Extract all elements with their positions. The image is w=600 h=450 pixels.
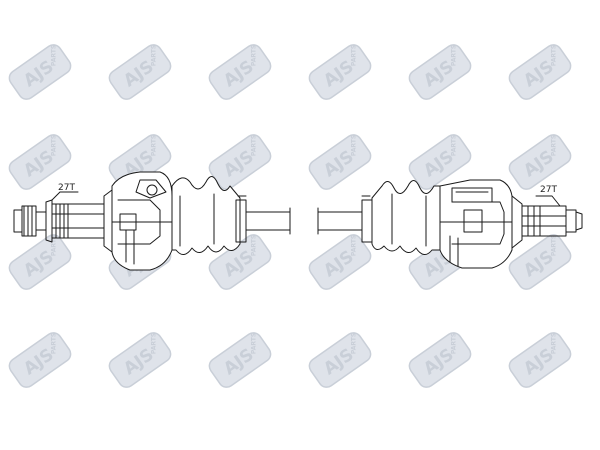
logo-sub-text: PARTS xyxy=(450,45,457,66)
logo-badge xyxy=(208,44,272,100)
logo-badge xyxy=(208,332,272,388)
logo-sub-text: PARTS xyxy=(550,135,557,156)
left-cv-joint xyxy=(103,171,173,271)
right-cv-joint xyxy=(439,179,523,269)
logo-badge xyxy=(308,134,372,190)
left-spline-label: 27T xyxy=(58,183,75,193)
logo-badge xyxy=(508,44,572,100)
logo-badge xyxy=(308,44,372,100)
logo-sub-text: PARTS xyxy=(550,45,557,66)
right-stub-axle xyxy=(521,205,583,237)
left-spline-count: 27T xyxy=(51,183,79,201)
logo-badge xyxy=(108,44,172,100)
logo-badge xyxy=(8,332,72,388)
logo-sub-text: PARTS xyxy=(350,45,357,66)
logo-badge xyxy=(8,134,72,190)
left-stub-axle xyxy=(13,199,105,243)
logo-sub-text: PARTS xyxy=(250,333,257,354)
logo-sub-text: PARTS xyxy=(250,135,257,156)
logo-badge xyxy=(408,44,472,100)
right-shaft-section xyxy=(317,207,363,235)
logo-badge xyxy=(508,134,572,190)
logo-sub-text: PARTS xyxy=(150,333,157,354)
logo-sub-text: PARTS xyxy=(50,333,57,354)
logo-sub-text: PARTS xyxy=(50,135,57,156)
logo-sub-text: PARTS xyxy=(550,235,557,256)
logo-sub-text: PARTS xyxy=(150,135,157,156)
logo-badge xyxy=(508,234,572,290)
logo-sub-text: PARTS xyxy=(350,235,357,256)
logo-badge xyxy=(408,332,472,388)
logo-badge xyxy=(8,234,72,290)
logo-sub-text: PARTS xyxy=(350,135,357,156)
logo-sub-text: PARTS xyxy=(50,45,57,66)
logo-badge xyxy=(308,332,372,388)
logo-badge xyxy=(508,332,572,388)
logo-sub-text: PARTS xyxy=(550,333,557,354)
logo-sub-text: PARTS xyxy=(350,333,357,354)
logo-sub-text: PARTS xyxy=(50,235,57,256)
right-boot xyxy=(361,180,441,255)
logo-sub-text: PARTS xyxy=(250,235,257,256)
logo-sub-text: PARTS xyxy=(150,45,157,66)
logo-badge xyxy=(308,234,372,290)
logo-badge xyxy=(8,44,72,100)
logo-badge xyxy=(408,134,472,190)
right-spline-label: 27T xyxy=(540,185,557,195)
right-spline-count: 27T xyxy=(535,185,561,207)
left-shaft-section xyxy=(245,207,291,235)
logo-sub-text: PARTS xyxy=(450,333,457,354)
logo-sub-text: PARTS xyxy=(250,45,257,66)
left-boot xyxy=(171,176,247,255)
logo-badge xyxy=(108,332,172,388)
logo-sub-text: PARTS xyxy=(450,135,457,156)
